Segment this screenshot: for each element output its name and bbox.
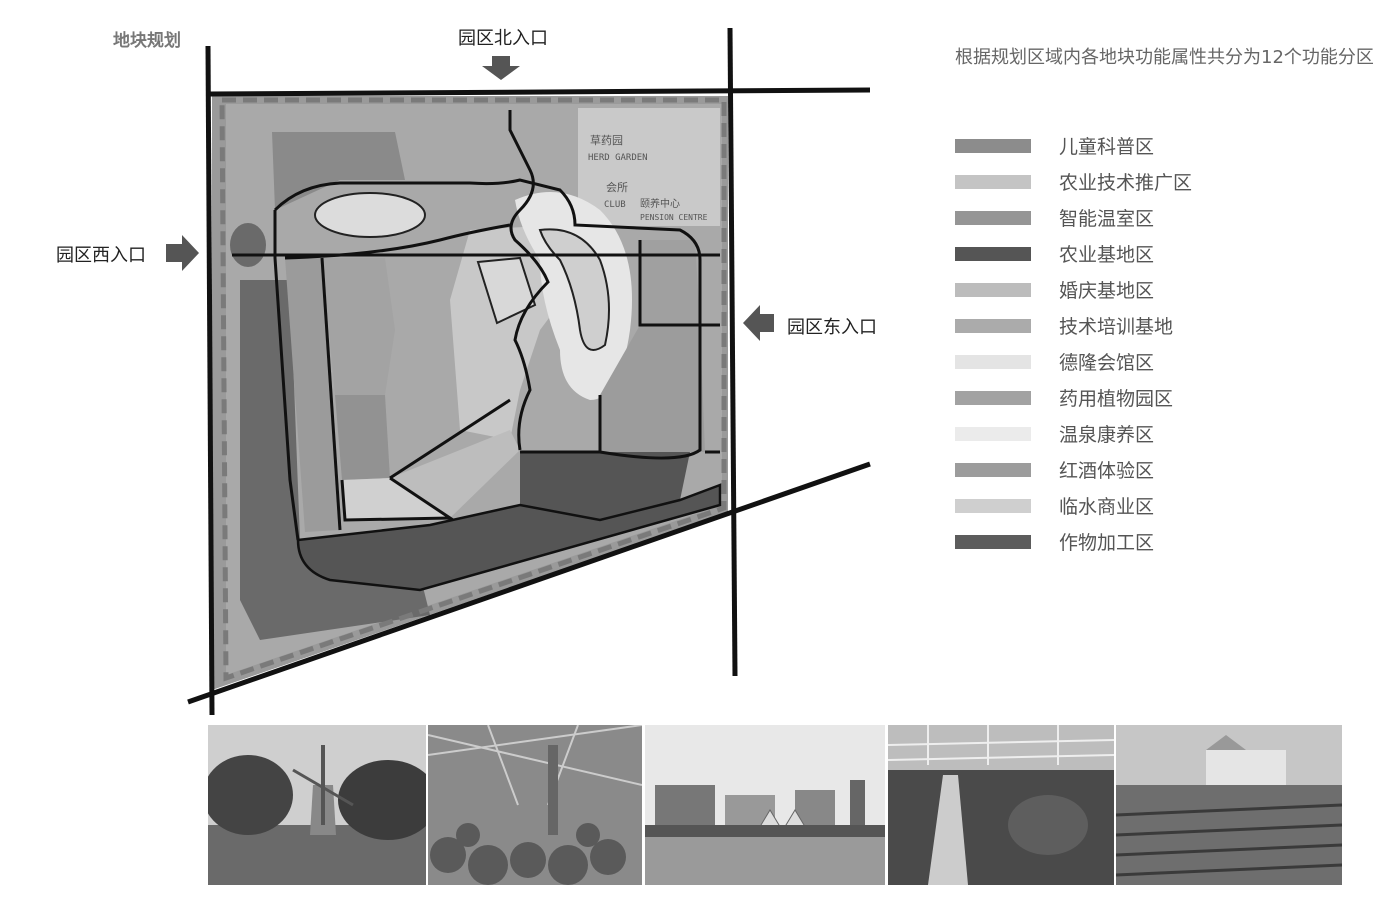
legend-label: 作物加工区 [1059, 532, 1155, 554]
north-arrow-icon [482, 56, 520, 80]
legend-swatch [955, 355, 1031, 369]
photo-windmill-garden [208, 725, 426, 885]
legend-swatch [955, 247, 1031, 261]
legend-item: 婚庆基地区 [955, 272, 1335, 308]
legend-label: 婚庆基地区 [1059, 280, 1155, 302]
legend-swatch [955, 319, 1031, 333]
legend-item: 作物加工区 [955, 524, 1335, 560]
legend-label: 德隆会馆区 [1059, 352, 1155, 374]
legend-item: 技术培训基地 [955, 308, 1335, 344]
west-gate-label: 园区西入口 [56, 245, 146, 266]
legend-label: 农业基地区 [1059, 244, 1155, 266]
north-gate-label: 园区北入口 [458, 28, 548, 49]
photo-cactus-greenhouse [428, 725, 642, 885]
legend-label: 红酒体验区 [1059, 460, 1155, 482]
pension-cn: 颐养中心 [640, 197, 680, 210]
east-gate-label: 园区东入口 [787, 317, 877, 338]
legend-swatch [955, 211, 1031, 225]
east-arrow-icon [743, 305, 774, 341]
legend-item: 红酒体验区 [955, 452, 1335, 488]
photo-vineyard-chateau [1116, 725, 1342, 885]
west-arrow-icon [166, 235, 199, 271]
legend-item: 德隆会馆区 [955, 344, 1335, 380]
legend-label: 药用植物园区 [1059, 388, 1174, 410]
legend-item: 温泉康养区 [955, 416, 1335, 452]
herb-garden-cn: 草药园 [590, 134, 623, 147]
intro-text: 根据规划区域内各地块功能属性共分为12个功能分区 [955, 47, 1374, 68]
pension-en: PENSION CENTRE [640, 213, 708, 222]
legend-label: 温泉康养区 [1059, 424, 1155, 446]
photo-smart-greenhouse [888, 725, 1114, 885]
club-cn: 会所 [606, 181, 628, 194]
legend-swatch [955, 139, 1031, 153]
legend-swatch [955, 175, 1031, 189]
legend-label: 农业技术推广区 [1059, 172, 1193, 194]
legend-label: 临水商业区 [1059, 496, 1155, 518]
legend-item: 药用植物园区 [955, 380, 1335, 416]
page-title: 地块规划 [113, 31, 181, 51]
legend-swatch [955, 283, 1031, 297]
legend-swatch [955, 427, 1031, 441]
zone-legend: 儿童科普区农业技术推广区智能温室区农业基地区婚庆基地区技术培训基地德隆会馆区药用… [955, 128, 1335, 560]
legend-label: 技术培训基地 [1059, 316, 1174, 338]
legend-swatch [955, 463, 1031, 477]
legend-item: 儿童科普区 [955, 128, 1335, 164]
site-plan-map: 草药园 HERD GARDEN 会所 CLUB 颐养中心 PENSION CEN… [166, 27, 871, 716]
legend-item: 智能温室区 [955, 200, 1335, 236]
legend-item: 农业基地区 [955, 236, 1335, 272]
legend-item: 临水商业区 [955, 488, 1335, 524]
legend-swatch [955, 391, 1031, 405]
legend-swatch [955, 535, 1031, 549]
legend-item: 农业技术推广区 [955, 164, 1335, 200]
legend-label: 智能温室区 [1059, 208, 1155, 230]
herb-garden-en: HERD GARDEN [588, 153, 648, 163]
club-en: CLUB [604, 200, 626, 210]
legend-swatch [955, 499, 1031, 513]
photo-waterfront-buildings [645, 725, 885, 885]
legend-label: 儿童科普区 [1059, 136, 1155, 158]
